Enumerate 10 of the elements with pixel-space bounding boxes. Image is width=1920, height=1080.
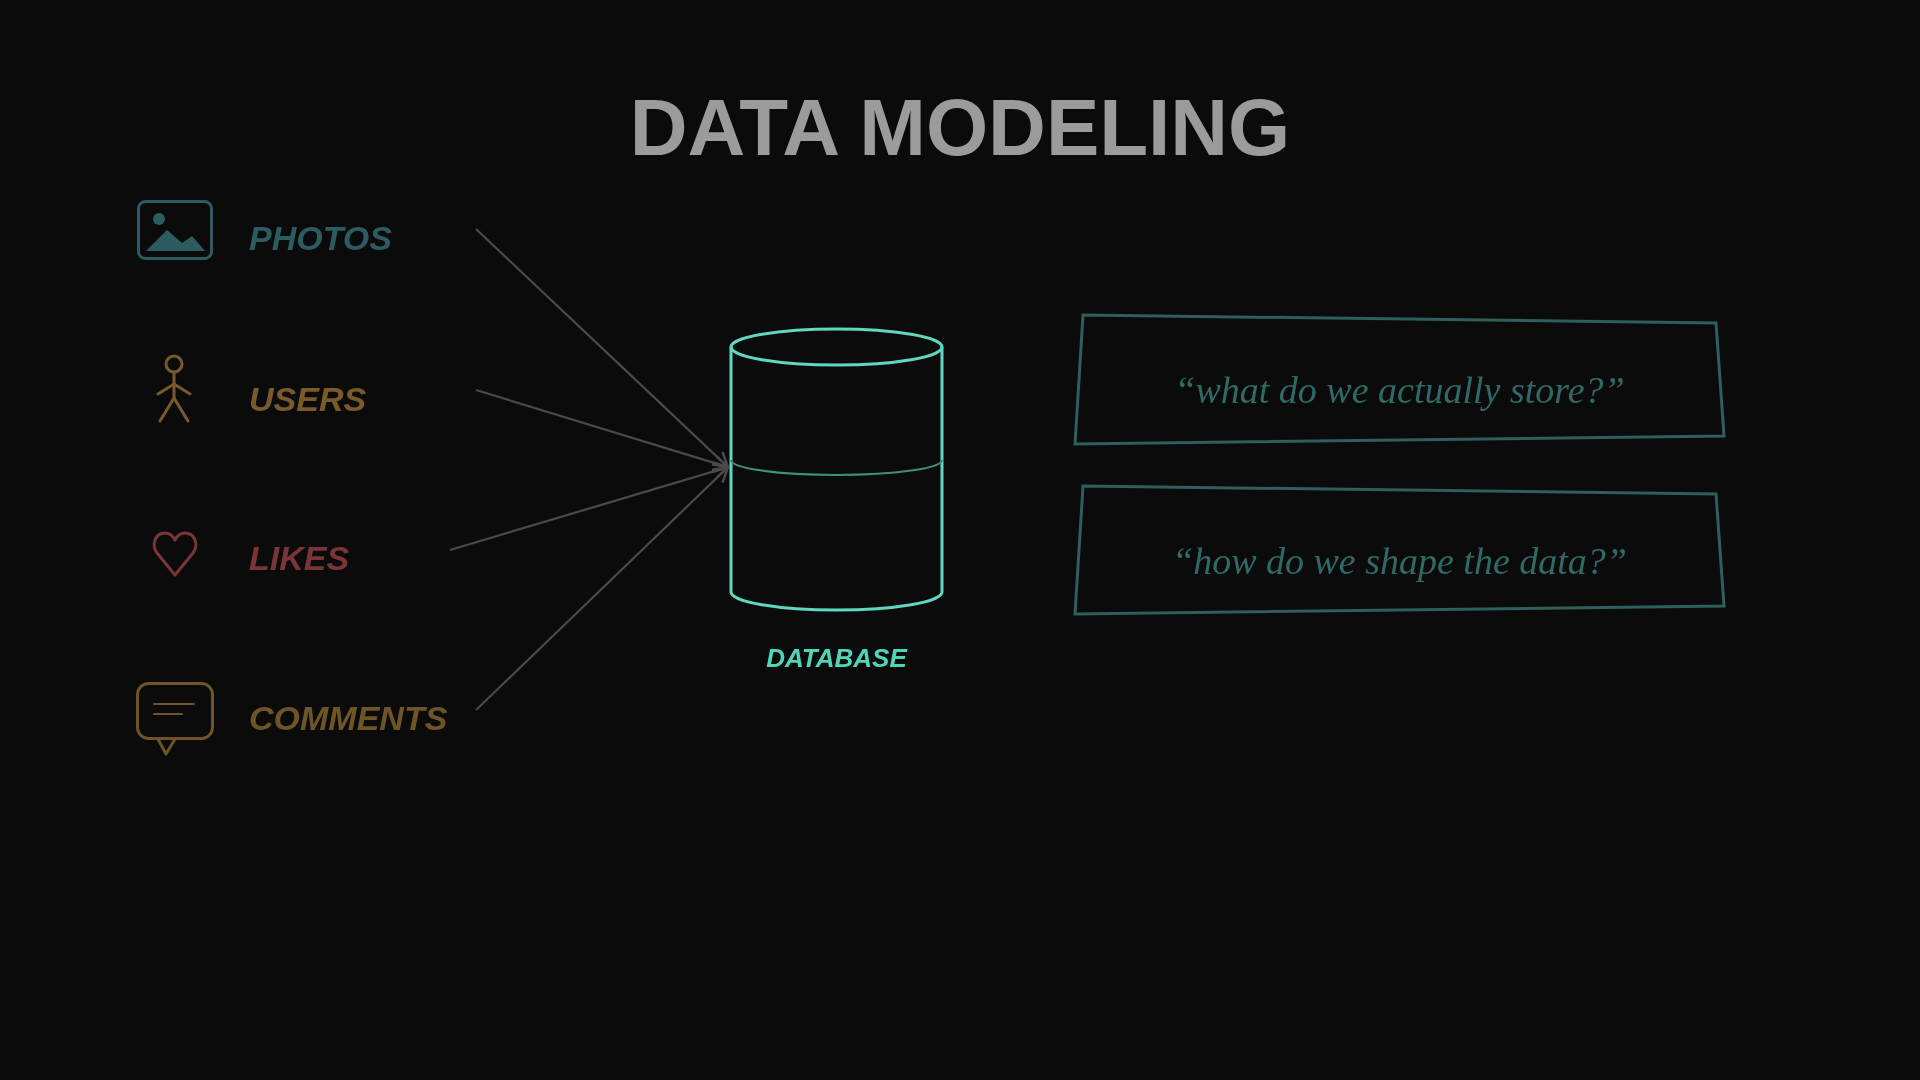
- quote-text: “how do we shape the data?”: [1171, 539, 1628, 583]
- category-label: LIKES: [249, 541, 350, 575]
- arrow: [475, 228, 730, 469]
- category-label: COMMENTS: [249, 701, 448, 735]
- category-label: USERS: [249, 382, 367, 416]
- page-title: DATA MODELING: [629, 88, 1291, 168]
- arrow: [475, 465, 730, 711]
- quote-text: “what do we actually store?”: [1173, 368, 1626, 412]
- category-label: PHOTOS: [249, 221, 392, 255]
- caption-label: DATABASE: [766, 644, 907, 672]
